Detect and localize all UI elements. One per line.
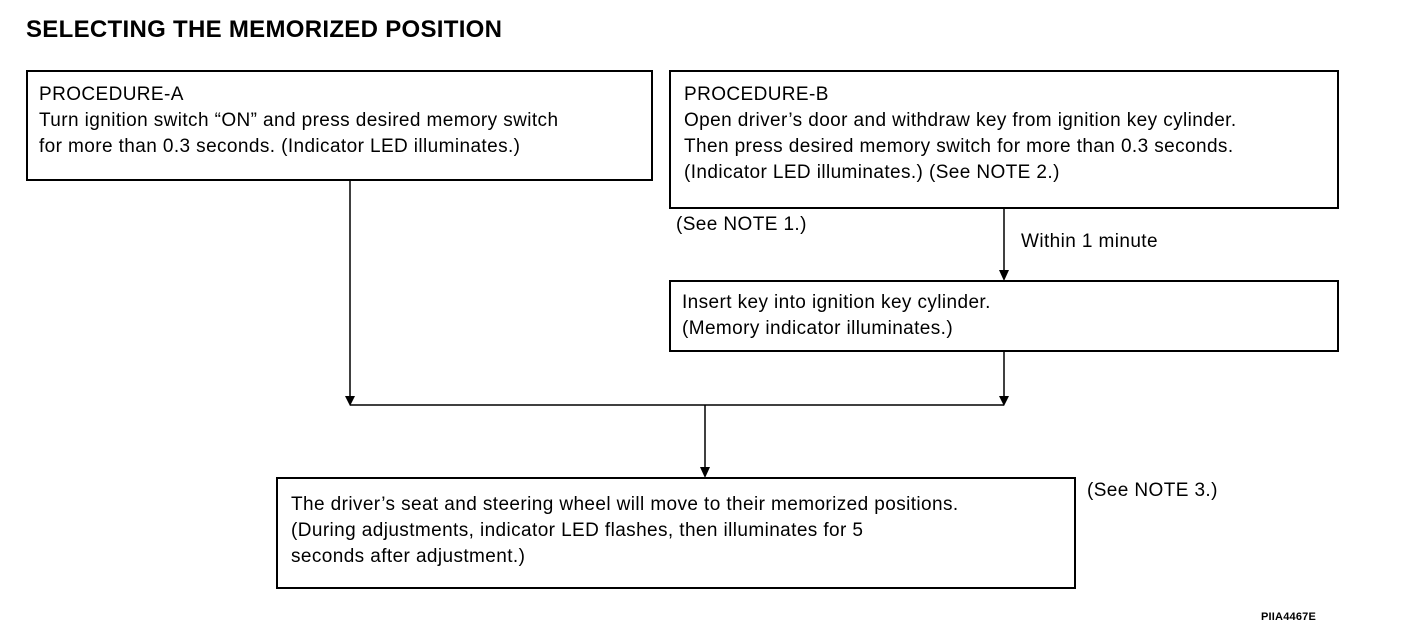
within-1-minute-label: Within 1 minute [1021, 231, 1158, 252]
result-line: (During adjustments, indicator LED flash… [291, 520, 864, 541]
note-3-label: (See NOTE 3.) [1087, 480, 1218, 501]
arrowhead-merge-right [999, 396, 1009, 406]
figure-id: PIIA4467E [1261, 611, 1317, 623]
note-1-label: (See NOTE 1.) [676, 214, 807, 235]
procedure-a-heading: PROCEDURE-A [39, 84, 184, 105]
procedure-a-line: Turn ignition switch “ON” and press desi… [39, 110, 559, 131]
procedure-b-line: Open driver’s door and withdraw key from… [684, 110, 1237, 131]
insert-key-line: (Memory indicator illuminates.) [682, 318, 954, 339]
page-title: SELECTING THE MEMORIZED POSITION [26, 16, 503, 43]
result-line: seconds after adjustment.) [291, 546, 526, 567]
procedure-b-heading: PROCEDURE-B [684, 84, 829, 105]
procedure-b-line: Then press desired memory switch for mor… [684, 136, 1234, 157]
insert-key-line: Insert key into ignition key cylinder. [682, 292, 991, 313]
result-line: The driver’s seat and steering wheel wil… [291, 494, 959, 515]
procedure-a-line: for more than 0.3 seconds. (Indicator LE… [39, 136, 521, 157]
arrowhead-insert [999, 270, 1009, 281]
arrowhead-result [700, 467, 710, 478]
procedure-b-box: PROCEDURE-B Open driver’s door and withd… [669, 70, 1339, 209]
insert-key-box: Insert key into ignition key cylinder. (… [669, 280, 1339, 352]
result-box: The driver’s seat and steering wheel wil… [276, 477, 1076, 589]
arrowhead-a [345, 396, 355, 406]
procedure-a-box: PROCEDURE-A Turn ignition switch “ON” an… [26, 70, 653, 181]
procedure-b-line: (Indicator LED illuminates.) (See NOTE 2… [684, 162, 1060, 183]
